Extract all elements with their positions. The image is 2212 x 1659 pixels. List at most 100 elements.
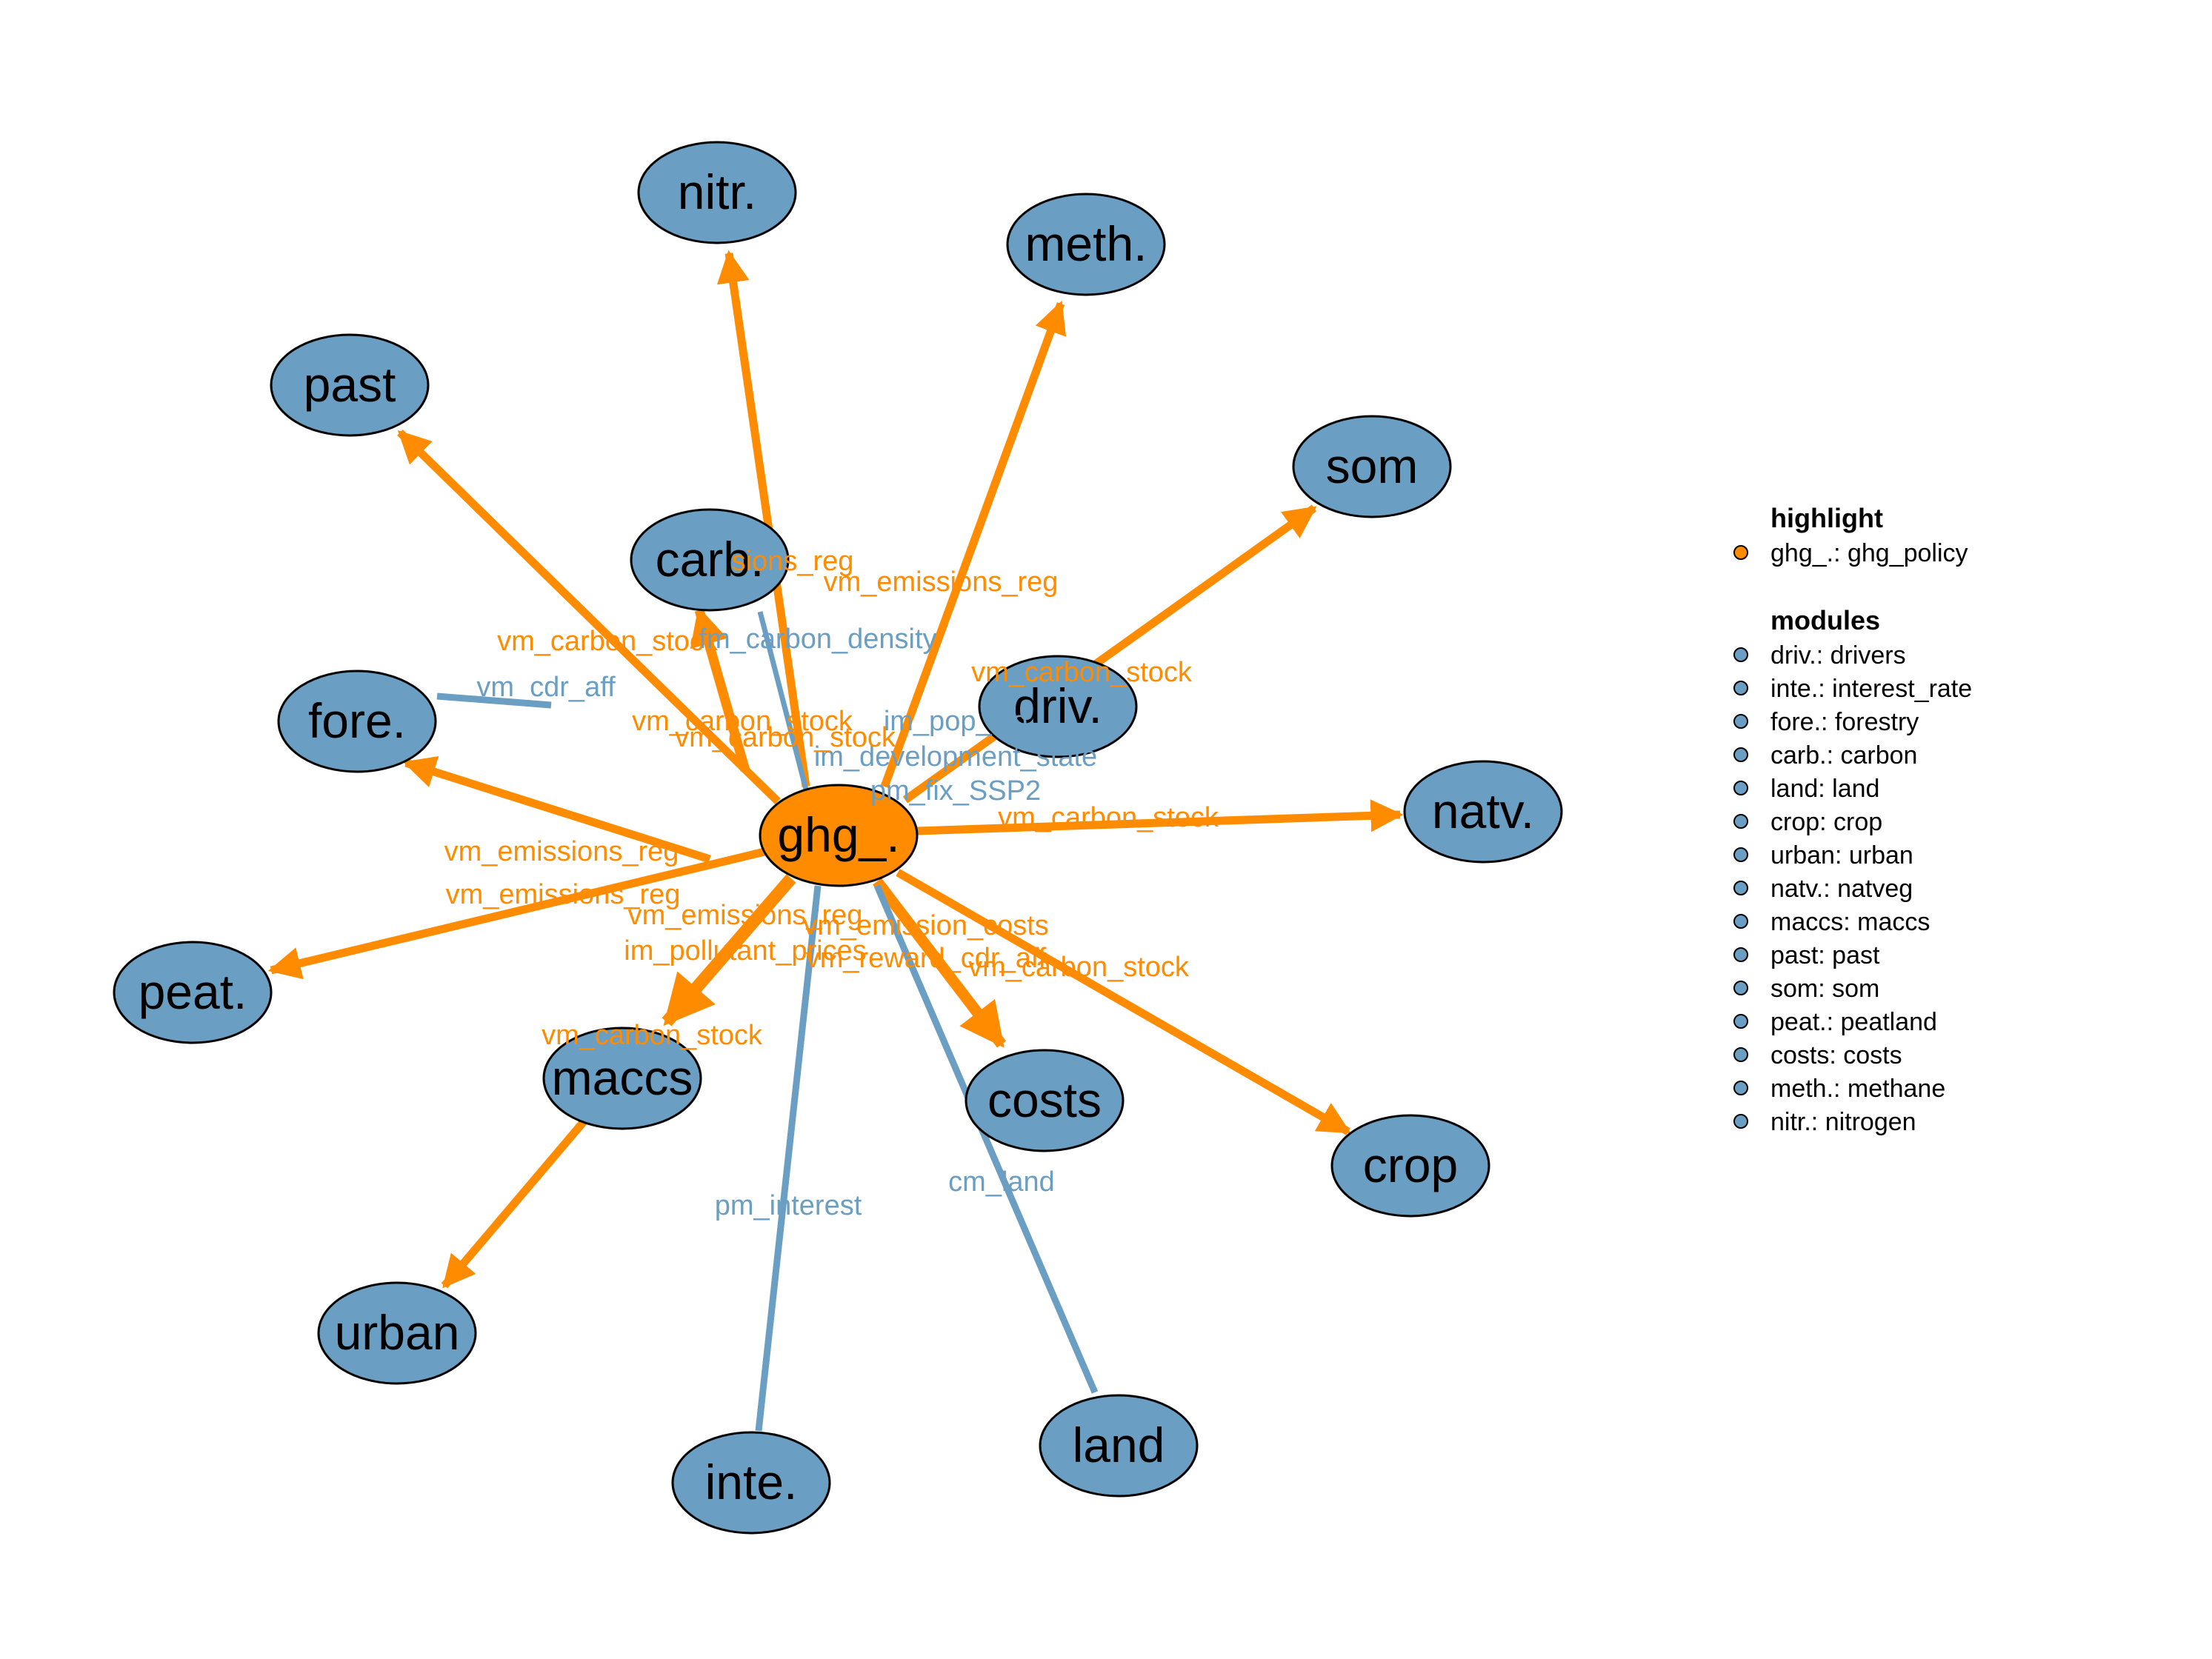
edge-label-land-ghg: cm_land bbox=[948, 1166, 1055, 1198]
edge-ghg-peat bbox=[267, 847, 766, 980]
legend-item: costs: costs bbox=[1733, 1041, 1902, 1069]
legend-item: natv.: natveg bbox=[1733, 875, 1913, 903]
legend-swatch bbox=[1733, 881, 1748, 895]
edge-label-ghg-fore: vm_carbon_stock bbox=[675, 722, 896, 753]
node-shape bbox=[317, 1281, 477, 1385]
node-label: driv. bbox=[1013, 678, 1102, 733]
legend-swatch bbox=[1733, 545, 1748, 560]
node-maccs: maccs bbox=[542, 1027, 702, 1130]
node-shape bbox=[759, 784, 919, 887]
node-label: land bbox=[1073, 1418, 1165, 1472]
node-past: past bbox=[270, 333, 430, 437]
legend-swatch bbox=[1733, 914, 1748, 929]
legend-item: maccs: maccs bbox=[1733, 908, 1930, 936]
node-shape bbox=[1292, 415, 1452, 518]
node-shape bbox=[978, 655, 1138, 758]
node-label: urban bbox=[335, 1305, 460, 1360]
legend-swatch bbox=[1733, 647, 1748, 662]
node-driv: driv. bbox=[978, 655, 1138, 758]
legend-swatch bbox=[1733, 981, 1748, 995]
edge-label-carb-ghg: fm_carbon_density bbox=[699, 624, 936, 655]
legend-swatch bbox=[1733, 847, 1748, 862]
node-label: nitr. bbox=[678, 164, 756, 219]
legend-item-label: land: land bbox=[1770, 775, 1879, 803]
edge-label-ghg-som: vm_carbon_stock bbox=[971, 657, 1193, 688]
node-shape bbox=[1330, 1114, 1490, 1218]
edge-label-driv-ghg: im_pop_iso bbox=[884, 706, 1027, 737]
edge-label-ghg-peat: vm_emissions_reg bbox=[446, 879, 681, 910]
legend-item: carb.: carbon bbox=[1733, 741, 1917, 770]
edge-land-ghg bbox=[873, 884, 1099, 1394]
node-nitr: nitr. bbox=[637, 141, 797, 244]
node-label: som bbox=[1326, 438, 1419, 493]
node-label: crop bbox=[1363, 1138, 1458, 1192]
node-crop: crop bbox=[1330, 1114, 1490, 1218]
legend-item-label: costs: costs bbox=[1770, 1041, 1902, 1069]
node-land: land bbox=[1039, 1394, 1199, 1498]
edge-label-layer: sions_reg vm_emissions_reg vm_carbon_stock… bbox=[444, 546, 1219, 1221]
node-carb: carb. bbox=[630, 508, 790, 612]
legend-modules-title: modules bbox=[1770, 605, 1880, 635]
node-shape bbox=[270, 333, 430, 437]
node-label: natv. bbox=[1432, 784, 1534, 838]
edge-ghg-crop bbox=[896, 869, 1351, 1135]
node-shape bbox=[671, 1431, 831, 1535]
node-label: maccs bbox=[552, 1050, 693, 1105]
edge-label-driv-ghg: pm_fix_SSP2 bbox=[870, 775, 1041, 807]
edge-layer bbox=[267, 250, 1404, 1432]
edge-ghg-natv bbox=[916, 799, 1404, 835]
node-shape bbox=[965, 1049, 1125, 1152]
edge-ghg-meth bbox=[880, 300, 1067, 788]
edge-ghg-maccs bbox=[662, 874, 796, 1027]
node-ghg: ghg_. bbox=[759, 784, 919, 887]
legend-item-label: peat.: peatland bbox=[1770, 1008, 1937, 1036]
legend-item: land: land bbox=[1733, 775, 1879, 803]
legend-item-label: maccs: maccs bbox=[1770, 908, 1930, 936]
edge-inte-ghg bbox=[755, 885, 822, 1432]
edge-maccs-urban bbox=[441, 1117, 589, 1289]
legend-item: peat.: peatland bbox=[1733, 1008, 1937, 1036]
node-shape bbox=[630, 508, 790, 612]
legend-item-label: carb.: carbon bbox=[1770, 741, 1917, 770]
edge-carb-ghg bbox=[757, 611, 809, 790]
node-label: carb. bbox=[656, 532, 764, 587]
legend-swatch bbox=[1733, 1081, 1748, 1095]
node-shape bbox=[1039, 1394, 1199, 1498]
node-label: peat. bbox=[139, 964, 247, 1019]
edge-ghg-nitr bbox=[716, 250, 810, 787]
edge-ghg-som bbox=[902, 504, 1317, 804]
node-shape bbox=[542, 1027, 702, 1130]
node-label: past bbox=[304, 357, 396, 412]
node-label: costs bbox=[987, 1072, 1102, 1127]
edge-ghg-costs bbox=[873, 878, 1006, 1048]
edge-ghg-carb bbox=[690, 607, 750, 772]
legend-item: som: som bbox=[1733, 975, 1879, 1003]
node-label: ghg_. bbox=[777, 807, 899, 862]
legend-swatch bbox=[1733, 714, 1748, 729]
legend-item: driv.: drivers bbox=[1733, 641, 1906, 670]
legend-swatch bbox=[1733, 1014, 1748, 1029]
node-peat: peat. bbox=[113, 941, 273, 1044]
legend-item: fore.: forestry bbox=[1733, 708, 1919, 736]
edge-fore-ghg bbox=[436, 692, 552, 709]
edge-label-ghg-nitr: sions_reg bbox=[732, 546, 854, 577]
legend: highlight ghg_.: ghg_policy modules driv… bbox=[1733, 503, 1972, 1136]
legend-swatch bbox=[1733, 1114, 1748, 1129]
legend-item-label: past: past bbox=[1770, 941, 1880, 969]
node-som: som bbox=[1292, 415, 1452, 518]
node-label: inte. bbox=[705, 1455, 798, 1509]
legend-swatch bbox=[1733, 947, 1748, 962]
legend-highlight-title: highlight bbox=[1770, 503, 1883, 533]
legend-item-label: urban: urban bbox=[1770, 841, 1913, 869]
edge-label-driv-ghg: im_development_state bbox=[814, 741, 1097, 772]
node-inte: inte. bbox=[671, 1431, 831, 1535]
edge-label-ghg-costs: vm_reward_cdr_aff bbox=[806, 943, 1047, 974]
legend-item: ghg_.: ghg_policy bbox=[1733, 539, 1968, 567]
legend-swatch bbox=[1733, 747, 1748, 762]
edge-label-ghg-crop: vm_carbon_stock bbox=[968, 952, 1190, 983]
node-natv: natv. bbox=[1403, 760, 1563, 864]
legend-swatch bbox=[1733, 814, 1748, 829]
legend-item: urban: urban bbox=[1733, 841, 1913, 869]
